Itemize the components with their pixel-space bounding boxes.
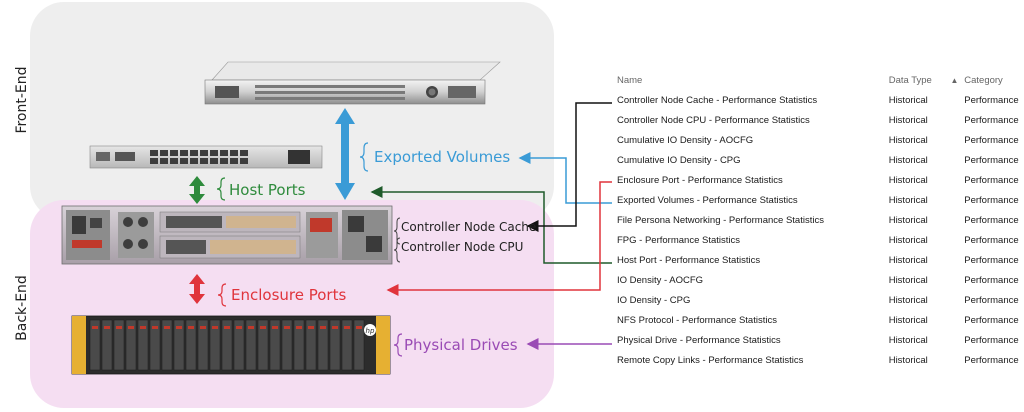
table-row[interactable]: NFS Protocol - Performance Statistics His… [612,310,1024,330]
row-name: Host Port - Performance Statistics [617,254,761,266]
row-name: Controller Node CPU - Performance Statis… [617,114,810,126]
row-data-type: Historical [888,154,928,166]
column-header-category[interactable]: Category [964,74,1003,86]
row-data-type: Historical [888,254,928,266]
row-category: Performance [964,94,1019,106]
blue-double-arrow-icon [335,108,355,200]
front-end-switch [89,145,323,169]
row-category: Performance [964,334,1019,346]
row-name: Exported Volumes - Performance Statistic… [617,194,798,206]
row-data-type: Historical [888,174,928,186]
red-double-arrow-icon [189,274,205,304]
table-header-row: Name Data Type ▲ Category [612,70,1024,90]
host-ports-bracket [216,177,226,201]
enclosure-ports-label: Enclosure Ports [231,286,347,304]
table-row[interactable]: Exported Volumes - Performance Statistic… [612,190,1024,210]
row-category: Performance [964,294,1019,306]
row-category: Performance [964,314,1019,326]
row-category: Performance [964,234,1019,246]
row-category: Performance [964,194,1019,206]
row-data-type: Historical [888,294,928,306]
row-data-type: Historical [888,214,928,226]
physical-drives-label: Physical Drives [404,336,518,354]
row-category: Performance [964,274,1019,286]
row-name: Cumulative IO Density - CPG [617,154,741,166]
row-category: Performance [964,134,1019,146]
row-category: Performance [964,174,1019,186]
row-data-type: Historical [888,194,928,206]
row-category: Performance [964,254,1019,266]
front-end-zone [30,2,554,220]
row-name: Controller Node Cache - Performance Stat… [617,94,818,106]
enclosure-port-connector [386,181,612,296]
table-row[interactable]: Physical Drive - Performance Statistics H… [612,330,1024,350]
row-category: Performance [964,354,1019,366]
table-row[interactable]: Controller Node CPU - Performance Statis… [612,110,1024,130]
enclosure-ports-bracket [217,283,227,307]
front-end-server [204,61,501,105]
row-name: NFS Protocol - Performance Statistics [617,314,777,326]
row-name: Physical Drive - Performance Statistics [617,334,781,346]
row-data-type: Historical [888,134,928,146]
row-name: IO Density - AOCFG [617,274,704,286]
controller-node-cache-label: Controller Node Cache [401,220,537,234]
row-data-type: Historical [888,234,928,246]
row-data-type: Historical [888,314,928,326]
controller-node-chassis [61,205,393,265]
host-ports-label: Host Ports [229,181,306,199]
table-row[interactable]: Enclosure Port - Performance Statistics H… [612,170,1024,190]
row-name: FPG - Performance Statistics [617,234,741,246]
metrics-table: Name Data Type ▲ Category Controller Nod… [612,70,1024,370]
table-row[interactable]: FPG - Performance Statistics Historical Pe… [612,230,1024,250]
table-row[interactable]: Remote Copy Links - Performance Statisti… [612,350,1024,370]
physical-drives-bracket [393,333,403,357]
table-row[interactable]: IO Density - CPG Historical Performance [612,290,1024,310]
exported-volumes-connector [518,152,612,204]
table-row[interactable]: Cumulative IO Density - CPG Historical Per… [612,150,1024,170]
green-double-arrow-icon [189,176,205,204]
row-name: Remote Copy Links - Performance Statisti… [617,354,804,366]
column-header-data-type[interactable]: Data Type [888,74,932,86]
table-row[interactable]: IO Density - AOCFG Historical Performance [612,270,1024,290]
row-data-type: Historical [888,274,928,286]
row-category: Performance [964,114,1019,126]
sort-ascending-icon[interactable]: ▲ [950,75,959,85]
table-row[interactable]: Cumulative IO Density - AOCFG Historical P… [612,130,1024,150]
hp-logo-text: hp [366,327,375,335]
row-data-type: Historical [888,114,928,126]
column-header-name[interactable]: Name [617,74,643,86]
row-category: Performance [964,214,1019,226]
row-name: File Persona Networking - Performance St… [617,214,824,226]
host-port-connector [370,186,612,264]
table-row[interactable]: Controller Node Cache - Performance Stat… [612,90,1024,110]
row-data-type: Historical [888,354,928,366]
exported-volumes-label: Exported Volumes [374,148,511,166]
row-name: IO Density - CPG [617,294,691,306]
hp-logo-icon [364,324,376,336]
controller-node-cpu-label: Controller Node CPU [401,240,524,254]
row-name: Enclosure Port - Performance Statistics [617,174,783,186]
row-name: Cumulative IO Density - AOCFG [617,134,754,146]
table-row[interactable]: File Persona Networking - Performance St… [612,210,1024,230]
controller-node-cpu-bracket [393,237,401,263]
exported-volumes-bracket [359,142,369,172]
row-category: Performance [964,154,1019,166]
table-row[interactable]: Host Port - Performance Statistics Histor… [612,250,1024,270]
row-data-type: Historical [888,334,928,346]
controller-node-connector [526,102,612,232]
row-data-type: Historical [888,94,928,106]
drive-enclosure: hp [71,315,391,375]
